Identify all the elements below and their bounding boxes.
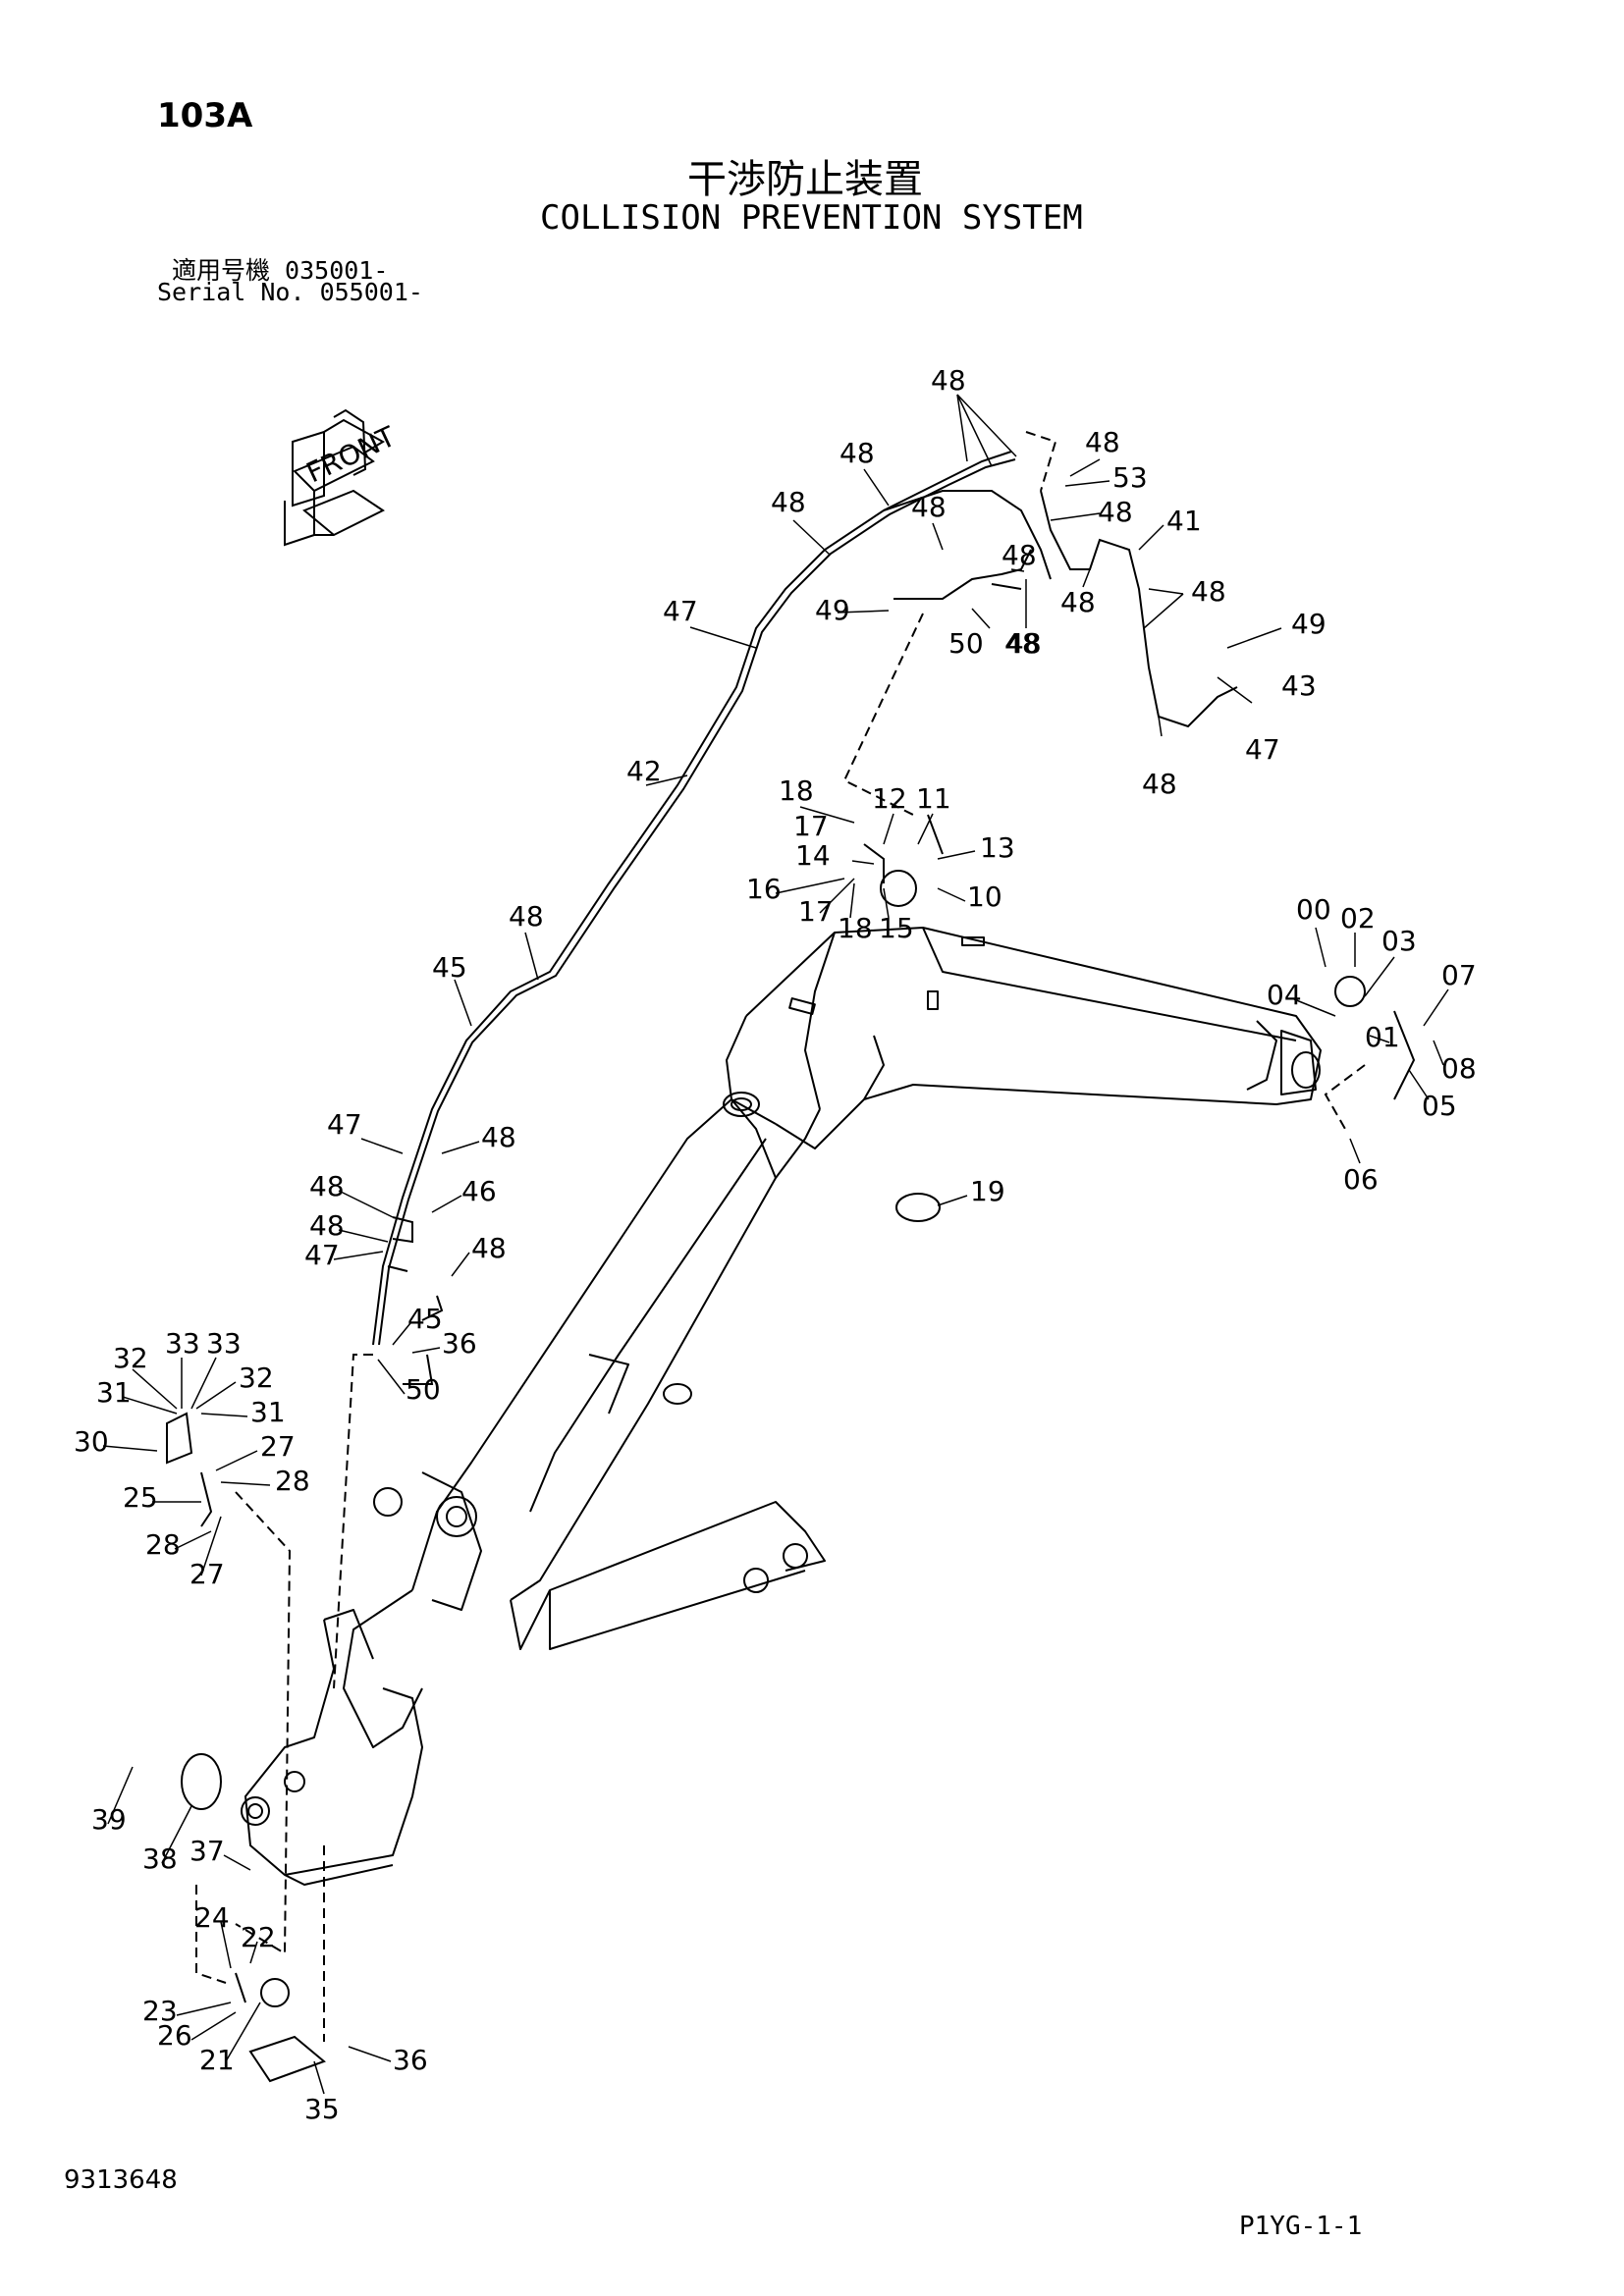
- serial-range-english: Serial No. 055001-: [157, 278, 423, 306]
- callout-label: 48: [1006, 627, 1042, 660]
- callout-label: 47: [1245, 733, 1280, 766]
- page-code: 103A: [157, 96, 253, 135]
- callout-label: 53: [1112, 461, 1148, 494]
- front-direction-arrow-icon: FRONT: [284, 408, 401, 547]
- callout-label: 03: [1381, 925, 1417, 957]
- drawing-number: 9313648: [64, 2165, 178, 2195]
- callout-label: 33: [206, 1327, 242, 1360]
- callout-label: 08: [1441, 1052, 1477, 1085]
- callout-label: 50: [406, 1373, 441, 1406]
- callout-label: 14: [795, 839, 831, 872]
- callout-label: 48: [309, 1170, 345, 1202]
- callout-label: 16: [746, 873, 782, 905]
- callout-label: 05: [1422, 1090, 1457, 1122]
- callout-label: 24: [194, 1901, 230, 1934]
- callout-label: 35: [304, 2093, 340, 2125]
- callout-label: 27: [189, 1558, 225, 1590]
- callout-label: 26: [157, 2019, 192, 2052]
- callout-label: 10: [967, 881, 1002, 913]
- callout-label: 27: [260, 1430, 296, 1463]
- callout-label: 37: [189, 1835, 225, 1867]
- callout-label: 39: [91, 1803, 127, 1836]
- callout-label: 22: [241, 1921, 276, 1953]
- callout-label: 43: [1281, 669, 1317, 702]
- callout-label: 48: [1085, 426, 1120, 458]
- callout-label: 21: [199, 2044, 235, 2076]
- callout-label: 38: [142, 1842, 178, 1875]
- callout-label: 31: [96, 1376, 132, 1409]
- callout-label: 47: [327, 1108, 362, 1141]
- callout-label: 48: [931, 364, 966, 397]
- callout-label: 18: [779, 774, 814, 807]
- callout-label: 48: [1098, 496, 1133, 528]
- callout-label: 48: [839, 437, 875, 469]
- callout-label: 18: [838, 912, 873, 944]
- callout-labels: 48 48 48 48 48 53 48 41 48 48 48 48 47 4…: [74, 364, 1477, 2125]
- serial-range-japanese: 適用号機 035001-: [172, 256, 389, 285]
- callout-label: 48: [471, 1232, 507, 1264]
- callout-label: 04: [1267, 979, 1302, 1011]
- callout-label: 15: [879, 912, 914, 944]
- boom-arm-drawing: [241, 927, 1322, 1886]
- harness-routing: [166, 431, 1416, 2083]
- callout-label: 36: [393, 2044, 428, 2076]
- page-reference: P1YG-1-1: [1239, 2212, 1363, 2241]
- callout-label: 46: [461, 1175, 497, 1207]
- callout-label: 32: [239, 1362, 274, 1394]
- callout-label: 47: [663, 595, 698, 627]
- callout-label: 02: [1340, 902, 1376, 934]
- callout-label: 36: [442, 1327, 477, 1360]
- callout-label: 28: [145, 1528, 181, 1561]
- callout-label: 45: [407, 1303, 443, 1335]
- callout-label: 00: [1296, 893, 1331, 926]
- callout-label: 41: [1166, 505, 1202, 537]
- callout-label: 31: [250, 1396, 286, 1428]
- callout-label: 48: [911, 491, 947, 523]
- callout-label: 45: [432, 951, 467, 984]
- callout-label: 30: [74, 1425, 109, 1458]
- callout-label: 42: [626, 755, 662, 787]
- callout-label: 25: [123, 1481, 158, 1514]
- front-label: FRONT: [301, 420, 401, 490]
- callout-label: 07: [1441, 959, 1477, 991]
- callout-label: 32: [113, 1342, 148, 1374]
- callout-label: 17: [798, 895, 834, 928]
- callout-label: 48: [309, 1209, 345, 1242]
- callout-label: 33: [165, 1327, 200, 1360]
- callout-label: 01: [1365, 1021, 1400, 1053]
- callout-label: 11: [916, 782, 951, 815]
- callout-label: 28: [275, 1465, 310, 1497]
- callout-label: 48: [1001, 539, 1037, 571]
- callout-label: 48: [481, 1121, 516, 1153]
- callout-label: 06: [1343, 1163, 1379, 1196]
- callout-label: 48: [771, 486, 806, 518]
- callout-label: 48: [1191, 575, 1226, 608]
- callout-label: 17: [793, 810, 829, 842]
- callout-label: 12: [872, 782, 907, 815]
- callout-label: 13: [980, 831, 1015, 864]
- title-japanese: 干渉防止装置: [687, 157, 923, 202]
- callout-label: 50: [948, 627, 984, 660]
- title-english: COLLISION PREVENTION SYSTEM: [540, 198, 1083, 238]
- callout-label: 48: [509, 900, 544, 933]
- callout-label: 23: [142, 1995, 178, 2027]
- callout-label: 49: [1291, 608, 1326, 640]
- callout-label: 48: [1142, 768, 1177, 800]
- callout-label: 47: [304, 1239, 340, 1271]
- callout-leaders: [102, 394, 1449, 2095]
- callout-label: 48: [1004, 627, 1040, 660]
- callout-label: 48: [1060, 586, 1096, 618]
- callout-label: 49: [815, 594, 850, 626]
- callout-label: 19: [970, 1175, 1005, 1207]
